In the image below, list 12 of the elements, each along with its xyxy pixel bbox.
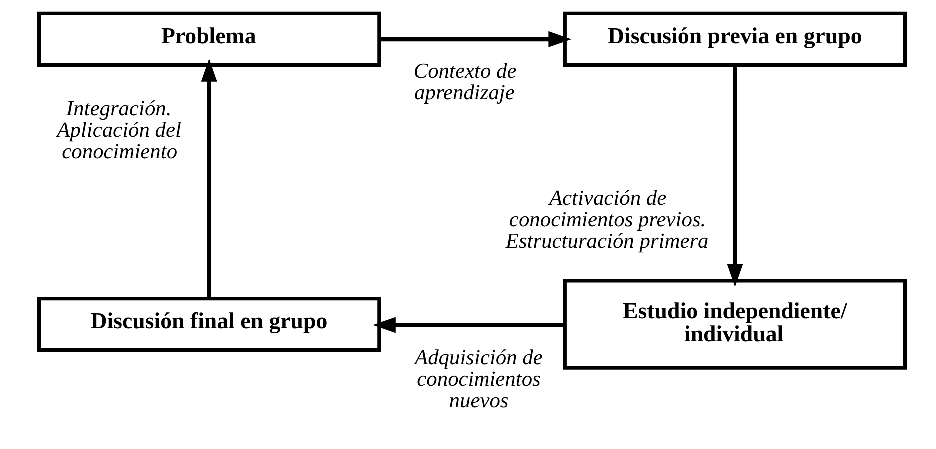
arrow bbox=[372, 317, 565, 334]
arrow bbox=[727, 65, 744, 288]
edge-label: Contexto de aprendizaje bbox=[414, 59, 517, 104]
edge-label: Adquisición de conocimientos nuevos bbox=[414, 346, 543, 412]
node-box: Discusión final en grupo bbox=[38, 297, 382, 352]
edge-label: Activación de conocimientos previos. Estructuración primera bbox=[506, 186, 709, 253]
arrow bbox=[201, 58, 218, 299]
node-box: Discusión previa en grupo bbox=[563, 12, 908, 67]
node-box: Estudio independiente/ individual bbox=[563, 279, 908, 370]
edge-label: Integración. Aplicación del conocimiento bbox=[57, 96, 182, 164]
node-box: Problema bbox=[38, 12, 382, 67]
arrow bbox=[380, 31, 572, 48]
